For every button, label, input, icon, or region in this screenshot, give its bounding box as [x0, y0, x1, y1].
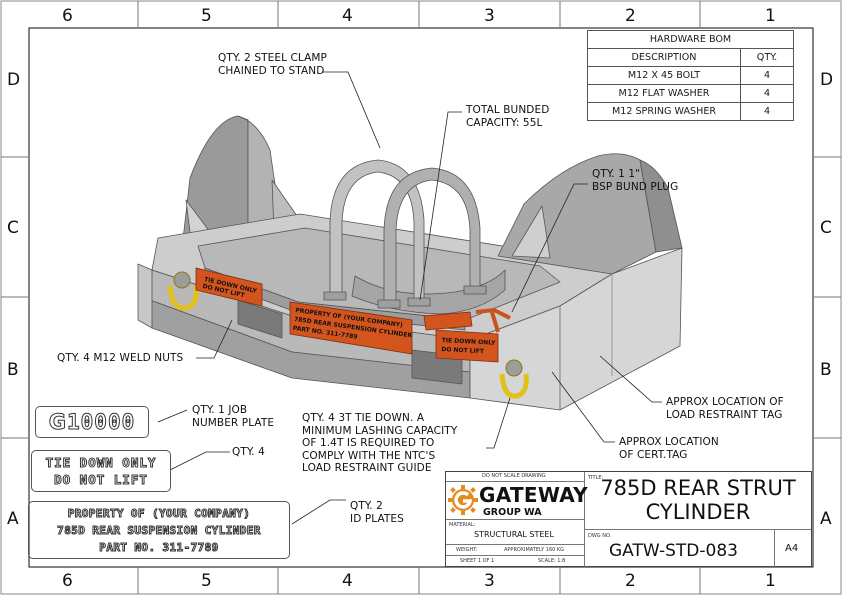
zone-col-1-top: 1 [765, 6, 776, 26]
title-label: TITLE: [588, 475, 604, 481]
zone-col-5-bottom: 5 [201, 571, 212, 591]
bom-header-description: DESCRIPTION [587, 48, 741, 67]
tie-down-plate-line2: DO NOT LIFT [54, 472, 148, 488]
right-end-face [469, 247, 683, 411]
zone-row-c-left: C [7, 218, 19, 238]
sheet-value: SHEET 1 OF 1 [460, 558, 495, 564]
leader-lines [157, 71, 662, 525]
id-plate-line3: PART NO. 311-7789 [99, 541, 219, 555]
company-name: GATEWAY [479, 483, 588, 507]
id-plate: PROPERTY OF (YOUR COMPANY) 785D REAR SUS… [28, 501, 290, 559]
job-number-plate: G10000 [35, 406, 149, 438]
dwg-no-label: DWG NO. [588, 533, 612, 539]
zone-row-c-right: C [820, 218, 832, 238]
weight-value: APPROXIMATELY 160 KG [504, 547, 565, 553]
id-plate-line2: 785D REAR SUSPENSION CYLINDER [57, 524, 261, 538]
hardware-bom-table: HARDWARE BOM DESCRIPTION QTY. M12 X 45 B… [587, 30, 794, 121]
drawing-title: 785D REAR STRUT CYLINDER [585, 476, 811, 524]
no-scale-text: DO NOT SCALE DRAWING [482, 473, 546, 479]
zone-col-2-top: 2 [625, 6, 636, 26]
tie-down-right [499, 359, 529, 399]
bom-cell: M12 X 45 BOLT [587, 66, 741, 85]
zone-row-b-right: B [820, 360, 832, 380]
gateway-gear-logo-icon [448, 485, 478, 515]
material-value: STRUCTURAL STEEL [474, 530, 554, 539]
zone-col-6-top: 6 [62, 6, 73, 26]
drawing-title-cell: TITLE: 785D REAR STRUT CYLINDER [585, 472, 811, 530]
bom-cell: 4 [740, 66, 794, 85]
sheet-size: A4 [785, 543, 799, 554]
drawing-title-line1: 785D REAR STRUT [600, 476, 796, 500]
sheet-scale-cell: SHEET 1 OF 1 SCALE: 1:8 [446, 556, 585, 567]
drawing-number: GATW-STD-083 [609, 541, 738, 561]
zone-col-5-top: 5 [201, 6, 212, 26]
title-block: DO NOT SCALE DRAWING GATEWAY GROUP WA MA… [445, 471, 812, 567]
zone-col-1-bottom: 1 [765, 571, 776, 591]
gateway-g-icon: G [48, 410, 68, 435]
callout-weld-nuts: QTY. 4 M12 WELD NUTS [57, 352, 184, 364]
job-number-text: 10000 [67, 410, 136, 435]
bund-plug [475, 308, 511, 333]
tie-down-plate-line1: TIE DOWN ONLY [45, 455, 157, 471]
company-subtitle: GROUP WA [483, 507, 542, 518]
no-scale-cell: DO NOT SCALE DRAWING [446, 472, 585, 482]
logo-cell: GATEWAY GROUP WA [446, 482, 588, 520]
drawing-number-cell: DWG NO. GATW-STD-083 [585, 530, 775, 567]
zone-col-2-bottom: 2 [625, 571, 636, 591]
material-label: MATERIAL: [449, 522, 476, 528]
sheet-size-cell: A4 [775, 530, 811, 567]
drawing-title-line2: CYLINDER [645, 500, 751, 524]
bom-title: HARDWARE BOM [587, 30, 794, 49]
bom-header-qty: QTY. [740, 48, 794, 67]
tie-down-plate: TIE DOWN ONLY DO NOT LIFT [31, 450, 171, 492]
tie-down-left [167, 271, 199, 311]
weight-label: WEIGHT: [456, 547, 478, 553]
zone-row-d-left: D [7, 70, 21, 90]
zone-row-d-right: D [820, 70, 834, 90]
zone-row-a-left: A [7, 509, 19, 529]
callout-bund-plug: QTY. 1 1"BSP BUND PLUG [592, 168, 679, 193]
zone-col-3-top: 3 [484, 6, 495, 26]
fork-pocket-left [237, 299, 283, 339]
zone-row-a-right: A [820, 509, 832, 529]
bom-cell: 4 [740, 84, 794, 103]
zone-row-b-left: B [7, 360, 19, 380]
zone-col-4-top: 4 [342, 6, 353, 26]
callout-tie-plate-qty: QTY. 4 [232, 446, 265, 458]
weight-cell: WEIGHT: APPROXIMATELY 160 KG [446, 545, 585, 556]
scale-value: SCALE: 1:8 [538, 558, 566, 564]
strut-stand-model [137, 115, 683, 411]
bom-cell: M12 SPRING WASHER [587, 102, 741, 121]
zone-col-6-bottom: 6 [62, 571, 73, 591]
bom-cell: M12 FLAT WASHER [587, 84, 741, 103]
bom-cell: 4 [740, 102, 794, 121]
material-cell: MATERIAL: STRUCTURAL STEEL [446, 520, 585, 545]
zone-col-3-bottom: 3 [484, 571, 495, 591]
zone-col-4-bottom: 4 [342, 571, 353, 591]
id-plate-line1: PROPERTY OF (YOUR COMPANY) [67, 507, 251, 521]
